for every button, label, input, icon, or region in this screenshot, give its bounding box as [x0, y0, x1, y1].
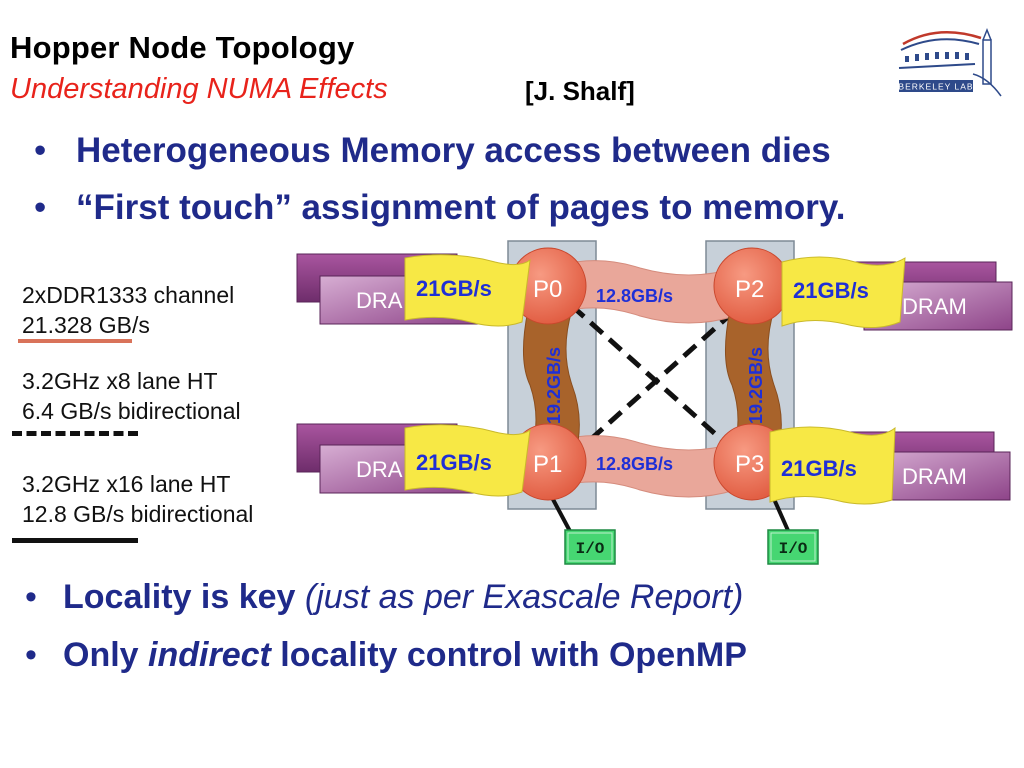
- logo-text: BERKELEY LAB: [898, 82, 973, 92]
- slide-title: Hopper Node Topology: [10, 30, 355, 65]
- legend-ht-x16-swatch: [12, 538, 138, 543]
- legend-ddr: 2xDDR1333 channel 21.328 GB/s: [22, 280, 234, 340]
- legend-ddr-line2: 21.328 GB/s: [22, 312, 150, 338]
- vertical-label-right: 19.2GB/s: [746, 347, 766, 424]
- bullet-pre-text: Only: [63, 636, 149, 674]
- bullet-first-touch: • “First touch” assignment of pages to m…: [34, 188, 846, 228]
- slide-subtitle: Understanding NUMA Effects: [10, 73, 388, 105]
- processor-label: P1: [533, 451, 562, 478]
- legend-ht-x8-swatch: [12, 431, 138, 436]
- ht-x8-links: [570, 304, 742, 458]
- legend-ddr-line1: 2xDDR1333 channel: [22, 282, 235, 308]
- bullet-dot: •: [25, 636, 37, 674]
- io-box-right: I/O: [767, 529, 819, 565]
- io-label: I/O: [576, 540, 605, 558]
- bullet-dot: •: [34, 188, 47, 227]
- dram-link-label: 21GB/s: [416, 450, 492, 475]
- bullet-italic-text: indirect: [148, 636, 271, 674]
- dram-link-p1: 21GB/s: [404, 424, 531, 497]
- ht-x16-label-bottom: 12.8GB/s: [596, 454, 673, 474]
- node-topology-diagram: DRA DRA DRAM DRAM 12.8GB/s 12.8GB/s 19.2…: [296, 240, 1013, 565]
- io-label: I/O: [779, 540, 808, 558]
- dram-link-p0: 21GB/s: [404, 254, 531, 327]
- legend-ht-x8-line2: 6.4 GB/s bidirectional: [22, 398, 241, 424]
- processor-label: P2: [735, 276, 764, 303]
- bullet-post-text: locality control with OpenMP: [270, 636, 747, 674]
- processor-p2: P2: [713, 247, 791, 325]
- dram-link-label: 21GB/s: [793, 278, 869, 303]
- dram-link-p3: 21GB/s: [769, 426, 896, 505]
- vertical-label-left: 19.2GB/s: [544, 347, 564, 424]
- dram-link-label: 21GB/s: [781, 456, 857, 481]
- bullet-locality-key: • Locality is key (just as per Exascale …: [25, 578, 744, 617]
- dram-label: DRAM: [902, 294, 967, 319]
- legend-ht-x16-line2: 12.8 GB/s bidirectional: [22, 501, 254, 527]
- bullet-bold-text: Locality is key: [63, 578, 305, 616]
- legend-ht-x8-line1: 3.2GHz x8 lane HT: [22, 368, 218, 394]
- processor-label: P3: [735, 451, 764, 478]
- legend-ddr-swatch: [18, 339, 132, 343]
- bullet-text: “First touch” assignment of pages to mem…: [76, 188, 846, 227]
- legend-ht-x16: 3.2GHz x16 lane HT 12.8 GB/s bidirection…: [22, 469, 253, 529]
- legend-ht-x16-line1: 3.2GHz x16 lane HT: [22, 471, 231, 497]
- dram-link-p2: 21GB/s: [781, 256, 906, 328]
- dram-label: DRA: [356, 288, 403, 313]
- bullet-dot: •: [34, 131, 47, 170]
- legend-ht-x8: 3.2GHz x8 lane HT 6.4 GB/s bidirectional: [22, 366, 241, 426]
- bullet-indirect-locality: • Only indirect locality control with Op…: [25, 636, 747, 675]
- attribution: [J. Shalf]: [525, 76, 635, 106]
- dram-link-label: 21GB/s: [416, 276, 492, 301]
- bullet-dot: •: [25, 578, 37, 616]
- dram-label: DRAM: [902, 464, 967, 489]
- io-box-left: I/O: [564, 529, 616, 565]
- bullet-heterogeneous-memory: • Heterogeneous Memory access between di…: [34, 131, 831, 171]
- bullet-italic-text: (just as per Exascale Report): [304, 578, 744, 616]
- ht-x16-label-top: 12.8GB/s: [596, 286, 673, 306]
- berkeley-lab-logo: BERKELEY LAB: [893, 26, 1003, 98]
- processor-label: P0: [533, 276, 562, 303]
- bullet-text: Heterogeneous Memory access between dies: [76, 131, 831, 170]
- dram-label: DRA: [356, 457, 403, 482]
